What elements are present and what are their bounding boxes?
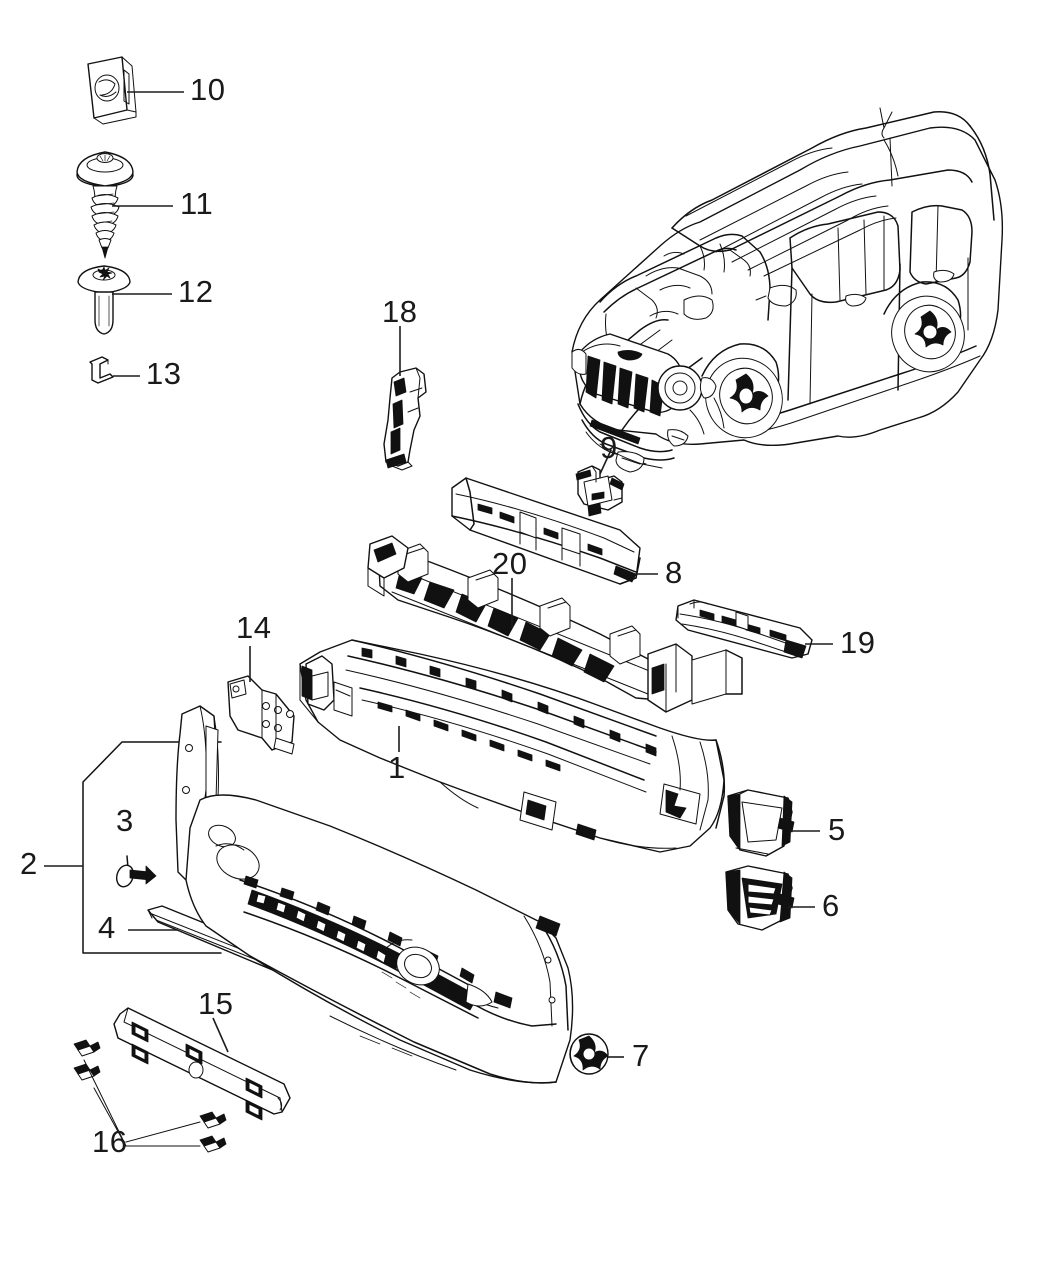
callout-20[interactable]: 20: [492, 546, 528, 581]
callout-9[interactable]: 9: [600, 430, 618, 465]
part-bracket-screw-set: [73, 1039, 227, 1153]
part-u-nut-retainer: [87, 56, 137, 125]
part-bumper-reinforcement-beam: [367, 535, 743, 713]
callout-1[interactable]: 1: [388, 750, 406, 785]
callout-15[interactable]: 15: [198, 986, 234, 1021]
part-side-mounting-bracket: [227, 675, 295, 755]
callout-6[interactable]: 6: [822, 888, 840, 923]
part-sensor-bracket: [575, 465, 625, 517]
callout-2[interactable]: 2: [20, 846, 38, 881]
group-bracket-2: [82, 741, 222, 954]
part-spring-clip: [89, 356, 114, 384]
part-front-bumper-fascia-lower: [175, 705, 574, 1084]
callout-3[interactable]: 3: [116, 803, 134, 838]
screw-d: [199, 1135, 227, 1153]
callout-19[interactable]: 19: [840, 625, 876, 660]
callout-18[interactable]: 18: [382, 294, 418, 329]
callout-7[interactable]: 7: [632, 1038, 650, 1073]
part-self-tapping-screw: [76, 151, 134, 259]
part-tow-hook-access-cover: [569, 1033, 609, 1075]
callout-11[interactable]: 11: [180, 186, 214, 221]
screw-b: [73, 1063, 101, 1081]
part-push-pin-rivet: [77, 265, 131, 335]
callout-16[interactable]: 16: [92, 1124, 128, 1159]
screw-a: [73, 1039, 101, 1057]
callout-5[interactable]: 5: [828, 812, 846, 847]
part-license-plate-bracket: [113, 1007, 291, 1121]
part-fog-lamp-bezel: [727, 789, 795, 857]
leader-15: [212, 1017, 229, 1053]
leader-lines: [44, 91, 833, 1058]
leader-9: [599, 449, 612, 475]
part-fog-lamp-grille-insert: [725, 865, 795, 931]
part-retainer-clip: [115, 855, 157, 888]
callout-12[interactable]: 12: [178, 274, 214, 309]
callout-13[interactable]: 13: [146, 356, 182, 391]
part-front-bumper-fascia-upper: [299, 639, 726, 853]
part-vertical-support-bracket: [383, 367, 427, 471]
callout-10[interactable]: 10: [190, 72, 226, 107]
jeep-renegade-illustration: [571, 107, 1004, 473]
part-upper-energy-absorber: [451, 477, 641, 585]
part-lower-reinforcement-rail: [675, 599, 813, 659]
callout-14[interactable]: 14: [236, 610, 272, 645]
callout-4[interactable]: 4: [98, 910, 116, 945]
callout-8[interactable]: 8: [665, 555, 683, 590]
screw-c: [199, 1111, 227, 1129]
